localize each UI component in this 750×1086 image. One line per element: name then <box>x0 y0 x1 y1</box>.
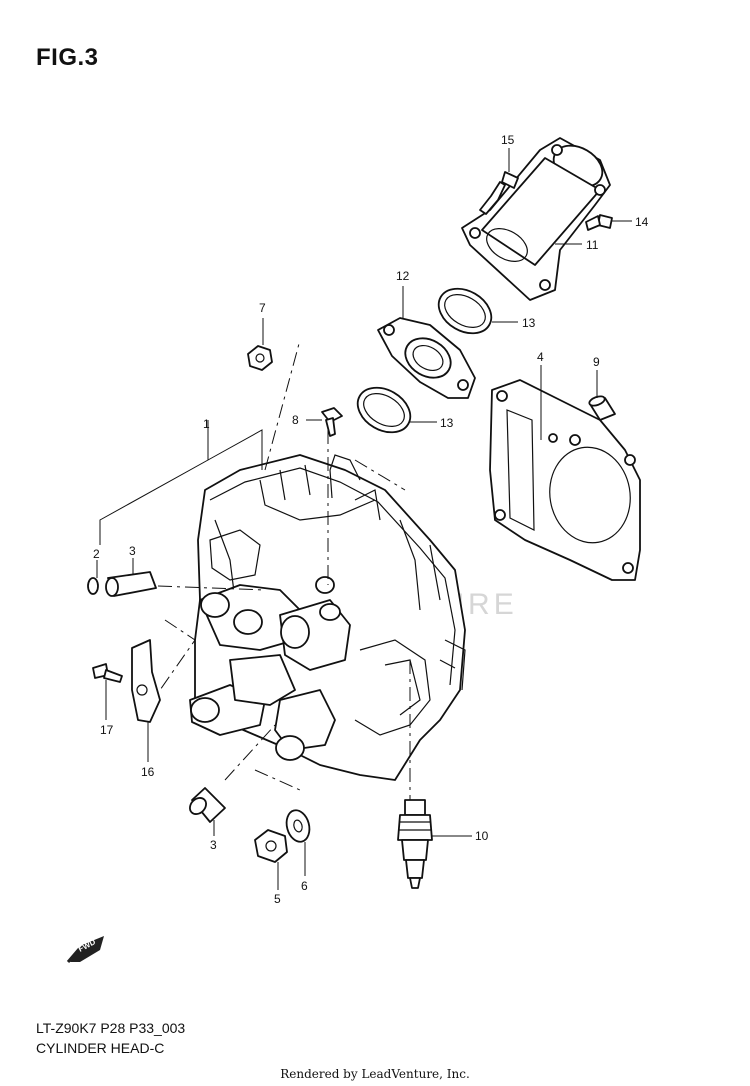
washer-6[interactable] <box>283 808 313 845</box>
callout-10: 10 <box>475 829 489 843</box>
spark-plug-10[interactable] <box>397 799 433 889</box>
gasket-4[interactable] <box>489 379 641 581</box>
rocker-shaft-3-lower[interactable] <box>187 787 226 823</box>
render-credit: Rendered by LeadVenture, Inc. <box>280 1067 470 1081</box>
nut-5[interactable] <box>254 829 288 863</box>
circlip-2[interactable] <box>87 577 99 595</box>
callout-9: 9 <box>593 355 600 369</box>
rocker-shaft-3-upper[interactable] <box>105 571 157 597</box>
callout-2: 2 <box>93 547 100 561</box>
callout-12: 12 <box>396 269 410 283</box>
cylinder-head[interactable] <box>189 454 466 781</box>
callout-13-lower: 13 <box>440 416 454 430</box>
intake-insulator-12[interactable] <box>377 317 476 399</box>
nut-7[interactable] <box>247 345 273 371</box>
callout-7: 7 <box>259 301 266 315</box>
diagram-code: LT-Z90K7 P28 P33_003 <box>36 1020 186 1036</box>
bolt-14[interactable] <box>585 214 613 231</box>
callout-4: 4 <box>537 350 544 364</box>
callout-3-lower: 3 <box>210 838 217 852</box>
diagram-name: CYLINDER HEAD-C <box>36 1040 165 1056</box>
o-ring-13-upper[interactable] <box>431 280 499 343</box>
bolt-15[interactable] <box>479 171 519 215</box>
callout-16: 16 <box>141 765 155 779</box>
fwd-arrow-icon: FWD <box>66 936 104 963</box>
plate-16[interactable] <box>131 639 161 723</box>
callout-5: 5 <box>274 892 281 906</box>
callout-13-upper: 13 <box>522 316 536 330</box>
callout-8: 8 <box>292 413 299 427</box>
dowel-pin-9[interactable] <box>588 395 616 421</box>
bolt-8[interactable] <box>321 407 343 437</box>
callout-6: 6 <box>301 879 308 893</box>
callout-1: 1 <box>203 417 210 431</box>
screw-17[interactable] <box>92 663 123 683</box>
callout-17: 17 <box>100 723 114 737</box>
callout-11: 11 <box>586 238 599 252</box>
callout-14: 14 <box>635 215 649 229</box>
callout-15: 15 <box>501 133 515 147</box>
figure-title: FIG.3 <box>36 44 99 71</box>
intake-pipe[interactable] <box>461 137 611 301</box>
o-ring-13-lower[interactable] <box>350 379 418 442</box>
callout-3-upper: 3 <box>129 544 136 558</box>
